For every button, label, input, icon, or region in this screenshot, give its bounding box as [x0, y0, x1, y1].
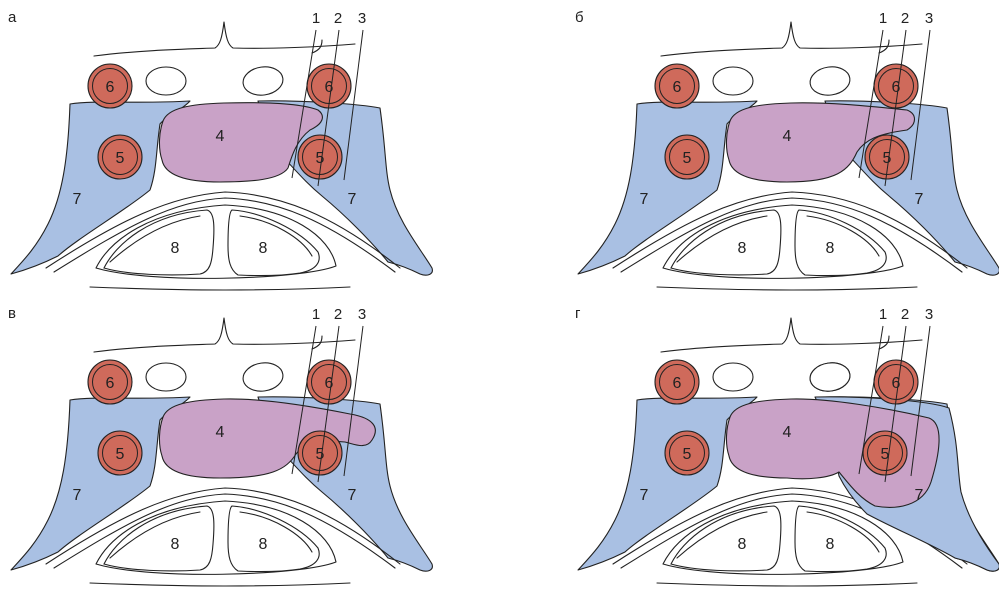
leader-label-1: 1 — [312, 10, 320, 27]
label-4: 4 — [783, 424, 792, 441]
leader-label-2: 2 — [901, 10, 909, 27]
label-7-right: 7 — [915, 191, 924, 208]
label-6: 6 — [106, 79, 115, 96]
label-5: 5 — [116, 446, 125, 463]
label-8-right: 8 — [826, 240, 835, 257]
label-8-left: 8 — [738, 240, 747, 257]
leader-label-2: 2 — [901, 306, 909, 323]
leader-label-3: 3 — [358, 10, 366, 27]
panel-letter: б — [575, 9, 584, 26]
oval-right — [808, 360, 852, 393]
label-5: 5 — [316, 150, 325, 167]
label-7-right: 7 — [915, 487, 924, 504]
label-7-right: 7 — [348, 191, 357, 208]
label-5: 5 — [683, 446, 692, 463]
leader-label-3: 3 — [358, 306, 366, 323]
label-4: 4 — [216, 424, 225, 441]
label-7-right: 7 — [348, 487, 357, 504]
label-6: 6 — [673, 79, 682, 96]
label-8-right: 8 — [826, 536, 835, 553]
label-4: 4 — [783, 128, 792, 145]
label-7-left: 7 — [73, 191, 82, 208]
label-6: 6 — [673, 375, 682, 392]
label-8-left: 8 — [171, 536, 180, 553]
label-5: 5 — [316, 446, 325, 463]
panel-letter: а — [8, 9, 17, 26]
label-7-left: 7 — [640, 191, 649, 208]
label-8-left: 8 — [171, 240, 180, 257]
leader-label-3: 3 — [925, 10, 933, 27]
leader-label-1: 1 — [879, 306, 887, 323]
leader-label-1: 1 — [312, 306, 320, 323]
label-8-right: 8 — [259, 536, 268, 553]
label-4: 4 — [216, 128, 225, 145]
label-7-left: 7 — [640, 487, 649, 504]
panel-letter: в — [8, 305, 16, 322]
label-5: 5 — [683, 150, 692, 167]
label-8-left: 8 — [738, 536, 747, 553]
label-8-right: 8 — [259, 240, 268, 257]
leader-label-1: 1 — [879, 10, 887, 27]
label-7-left: 7 — [73, 487, 82, 504]
leader-label-2: 2 — [334, 10, 342, 27]
label-6: 6 — [106, 375, 115, 392]
panel-letter: г — [575, 305, 581, 322]
leader-label-3: 3 — [925, 306, 933, 323]
leader-label-2: 2 — [334, 306, 342, 323]
label-5: 5 — [116, 150, 125, 167]
label-5: 5 — [883, 150, 892, 167]
